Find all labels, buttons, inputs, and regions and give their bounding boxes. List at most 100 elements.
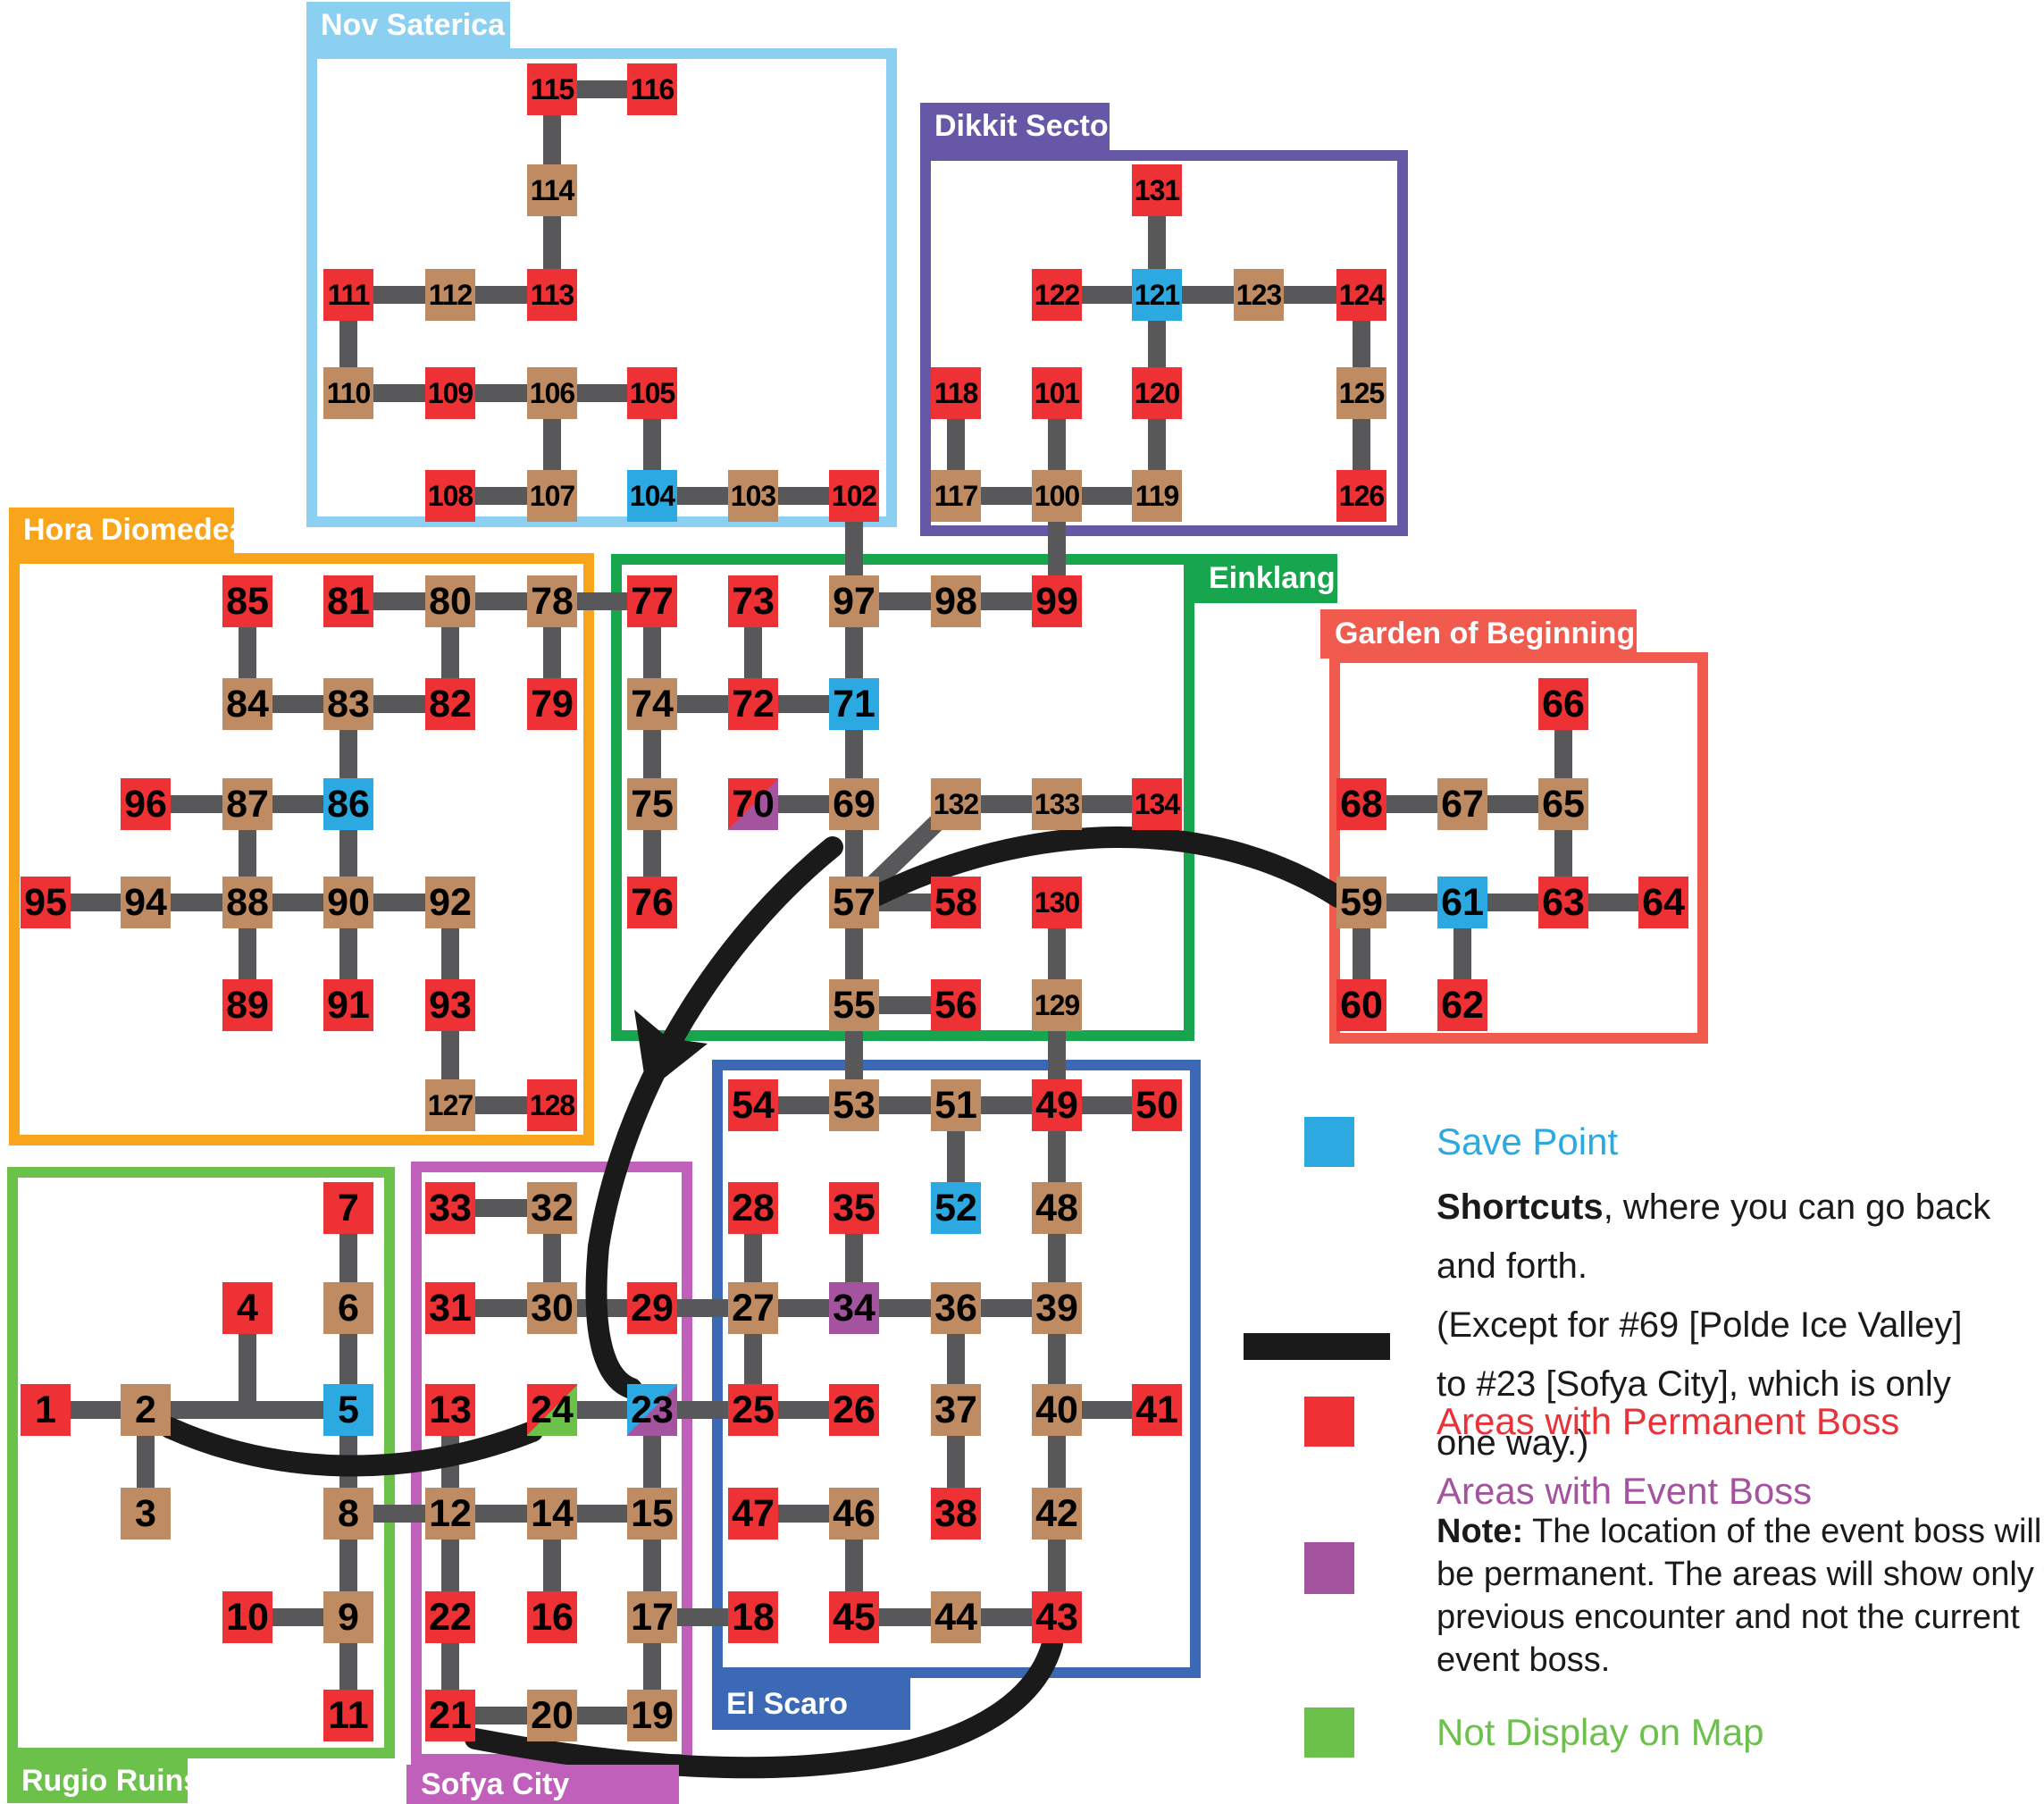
map-node-121: 121: [1132, 269, 1182, 321]
event-boss-label: Areas with Event Boss: [1437, 1470, 1813, 1512]
shortcut-line2: and forth.: [1437, 1246, 1588, 1286]
region-tab-hora: Hora Diomedea: [9, 508, 246, 553]
event-boss-note: Note: The location of the event boss wil…: [1437, 1510, 2044, 1682]
shortcut-description: Shortcuts, where you can go back and for…: [1437, 1178, 1990, 1473]
map-node-80: 80: [425, 575, 475, 627]
map-node-117: 117: [931, 470, 981, 522]
map-node-1: 1: [21, 1384, 71, 1436]
shortcut-line3: (Except for #69 [Polde Ice Valley]: [1437, 1305, 1963, 1345]
map-node-42: 42: [1032, 1488, 1082, 1540]
map-node-39: 39: [1032, 1282, 1082, 1334]
map-node-58: 58: [931, 877, 981, 928]
map-node-87: 87: [222, 778, 272, 830]
region-tab-garden: Garden of Beginning: [1320, 609, 1637, 659]
region-tab-dikkit: Dikkit Sector: [920, 103, 1120, 150]
map-node-107: 107: [527, 470, 577, 522]
map-node-91: 91: [323, 979, 373, 1031]
map-node-50: 50: [1132, 1079, 1182, 1131]
map-node-88: 88: [222, 877, 272, 928]
map-node-2: 2: [121, 1384, 171, 1436]
region-box-dikkit: [920, 150, 1408, 536]
map-node-129: 129: [1032, 979, 1082, 1031]
map-node-32: 32: [527, 1182, 577, 1234]
map-node-29: 29: [627, 1282, 677, 1334]
map-node-20: 20: [527, 1690, 577, 1741]
map-node-123: 123: [1234, 269, 1284, 321]
map-node-65: 65: [1538, 778, 1588, 830]
region-box-hora: [9, 553, 594, 1145]
map-node-67: 67: [1437, 778, 1487, 830]
map-node-95: 95: [21, 877, 71, 928]
map-node-37: 37: [931, 1384, 981, 1436]
map-node-13: 13: [425, 1384, 475, 1436]
map-node-18: 18: [728, 1591, 778, 1643]
not-displayed-label: Not Display on Map: [1437, 1711, 1764, 1753]
map-node-8: 8: [323, 1488, 373, 1540]
map-node-104: 104: [627, 470, 677, 522]
not-displayed-swatch-icon: [1304, 1708, 1354, 1758]
map-node-62: 62: [1437, 979, 1487, 1031]
map-node-12: 12: [425, 1488, 475, 1540]
map-node-111: 111: [323, 269, 373, 321]
map-node-69: 69: [829, 778, 879, 830]
map-node-73: 73: [728, 575, 778, 627]
map-node-99: 99: [1032, 575, 1082, 627]
map-node-119: 119: [1132, 470, 1182, 522]
map-node-7: 7: [323, 1182, 373, 1234]
oneway-arrowhead-icon: [634, 1010, 708, 1092]
map-node-115: 115: [527, 63, 577, 115]
map-node-53: 53: [829, 1079, 879, 1131]
map-node-131: 131: [1132, 164, 1182, 216]
map-node-83: 83: [323, 678, 373, 730]
map-node-17: 17: [627, 1591, 677, 1643]
map-node-105: 105: [627, 367, 677, 419]
map-node-4: 4: [222, 1282, 272, 1334]
map-node-10: 10: [222, 1591, 272, 1643]
map-node-66: 66: [1538, 678, 1588, 730]
shortcut-line4: to #23 [Sofya City], which is only: [1437, 1364, 1951, 1404]
shortcut-word: Shortcuts: [1437, 1187, 1604, 1227]
region-tab-einklang: Einklang: [1194, 554, 1337, 603]
map-node-26: 26: [829, 1384, 879, 1436]
map-node-54: 54: [728, 1079, 778, 1131]
map-node-60: 60: [1336, 979, 1386, 1031]
map-node-63: 63: [1538, 877, 1588, 928]
map-node-36: 36: [931, 1282, 981, 1334]
map-node-41: 41: [1132, 1384, 1182, 1436]
shortcut-line-icon: [1244, 1333, 1390, 1360]
shortcut-69-23-oneway: [585, 836, 843, 1399]
map-node-96: 96: [121, 778, 171, 830]
map-node-15: 15: [627, 1488, 677, 1540]
shortcut-rest: , where you can go back: [1603, 1187, 1991, 1227]
map-node-118: 118: [931, 367, 981, 419]
map-node-124: 124: [1336, 269, 1386, 321]
map-node-89: 89: [222, 979, 272, 1031]
map-node-74: 74: [627, 678, 677, 730]
map-node-64: 64: [1638, 877, 1688, 928]
map-node-19: 19: [627, 1690, 677, 1741]
map-node-61: 61: [1437, 877, 1487, 928]
map-node-11: 11: [323, 1690, 373, 1741]
note-word: Note:: [1437, 1513, 1524, 1550]
map-node-23: 23: [627, 1384, 677, 1436]
map-node-24: 24: [527, 1384, 577, 1436]
map-node-75: 75: [627, 778, 677, 830]
map-node-40: 40: [1032, 1384, 1082, 1436]
map-node-102: 102: [829, 470, 879, 522]
map-node-47: 47: [728, 1488, 778, 1540]
permanent-boss-swatch-icon: [1304, 1397, 1354, 1447]
region-tab-sofya: Sofya City: [406, 1765, 679, 1804]
note-line3: previous encounter and not the current: [1437, 1598, 2020, 1636]
map-node-78: 78: [527, 575, 577, 627]
map-node-106: 106: [527, 367, 577, 419]
map-node-128: 128: [527, 1079, 577, 1131]
map-node-70: 70: [728, 778, 778, 830]
map-node-133: 133: [1032, 778, 1082, 830]
shortcut-43-21: [465, 1633, 1063, 1779]
region-box-elscaro: [712, 1060, 1201, 1678]
map-node-90: 90: [323, 877, 373, 928]
map-node-16: 16: [527, 1591, 577, 1643]
permanent-boss-label: Areas with Permanent Boss: [1437, 1400, 1900, 1442]
map-node-77: 77: [627, 575, 677, 627]
